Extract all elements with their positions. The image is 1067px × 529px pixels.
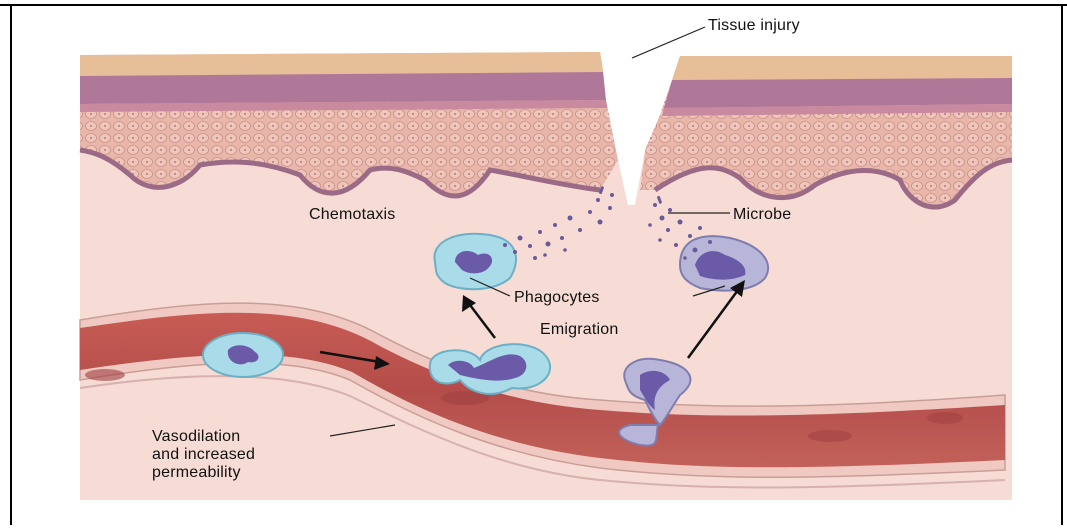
label-vasodilation: Vasodilation <box>152 428 240 446</box>
label-microbe: Microbe <box>733 206 791 224</box>
label-emigration: Emigration <box>540 321 618 339</box>
label-chemotaxis: Chemotaxis <box>309 206 395 224</box>
label-permeability: permeability <box>152 464 241 482</box>
label-phagocytes: Phagocytes <box>514 289 600 307</box>
neutrophil-in-vessel <box>203 333 283 377</box>
label-tissue-injury: Tissue injury <box>708 17 800 35</box>
label-increased: and increased <box>152 446 255 464</box>
epidermis-left <box>80 52 618 196</box>
